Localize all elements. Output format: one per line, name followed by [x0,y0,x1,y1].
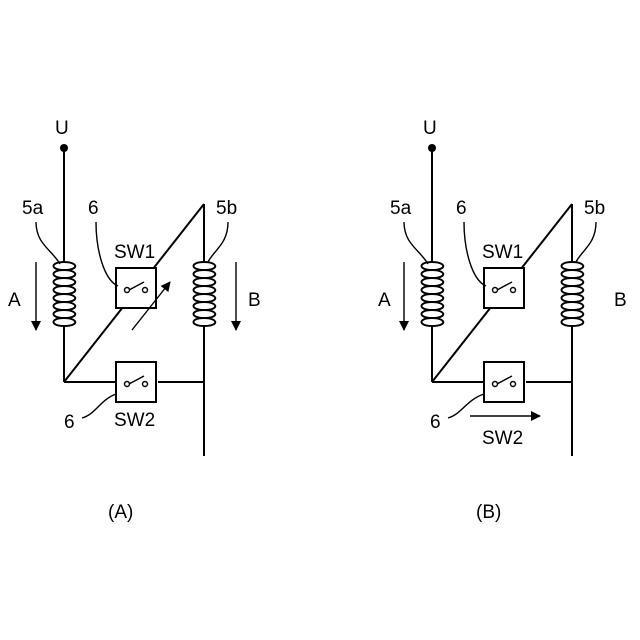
coil-5a [422,262,444,326]
current-label-b: B [248,290,261,311]
current-label-b: B [614,290,627,311]
switch-label-sw1: SW1 [114,242,155,263]
current-label-a: A [378,290,391,311]
switch-sw1 [116,268,156,308]
coil-5b [562,262,584,326]
switch-ref-top: 6 [456,198,467,219]
switch-sw2 [116,362,156,402]
coil-5b [194,262,216,326]
coil-label-5b: 5b [216,198,237,219]
switch-label-sw1: SW1 [482,242,523,263]
terminal-label: U [423,118,437,139]
switch-ref-top: 6 [88,198,99,219]
switch-sw2-box [484,362,524,402]
switch-sw2 [484,362,524,402]
leader-6-bottom [448,394,484,418]
terminal-label: U [55,118,69,139]
switch-ref-bottom: 6 [430,412,441,433]
leader-5a [36,222,60,264]
panel-caption-a: (A) [108,502,133,523]
switch-sw1 [484,268,524,308]
switch-ref-bottom: 6 [64,412,75,433]
switch-sw1-box [484,268,524,308]
panel-a: U [8,118,261,523]
leader-5a [404,222,428,264]
coil-label-5a: 5a [22,198,44,219]
switch-sw2-box [116,362,156,402]
leader-5b [576,222,596,262]
switch-label-sw2: SW2 [482,428,523,449]
panel-b: U A B 5a [378,118,627,523]
switch-label-sw2: SW2 [114,410,155,431]
coil-label-5a: 5a [390,198,412,219]
coil-label-5b: 5b [584,198,605,219]
switch-sw1-box [116,268,156,308]
current-label-a: A [8,290,21,311]
leader-5b [208,222,228,262]
panel-caption-b: (B) [476,502,501,523]
coil-5a [54,262,76,326]
leader-6-bottom [82,394,116,418]
